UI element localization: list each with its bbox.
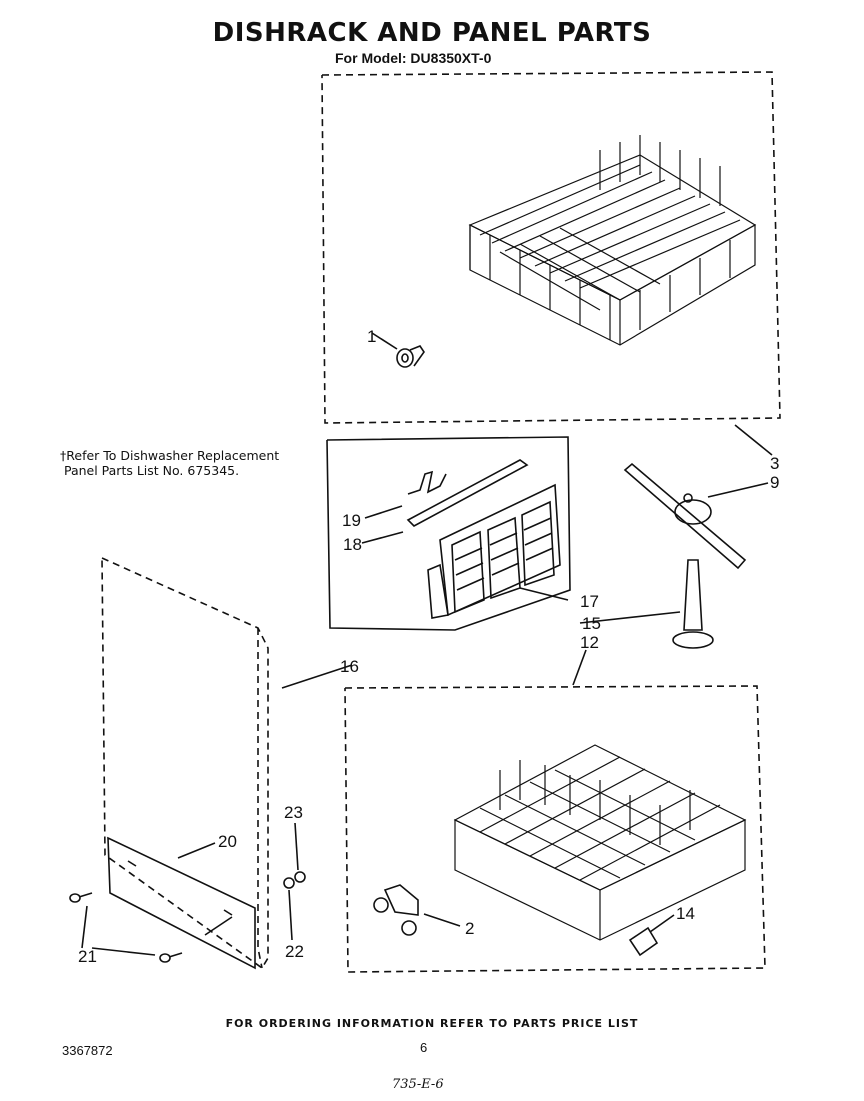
callout-20: 20 — [218, 832, 237, 851]
lower-rack-group-box — [344, 685, 766, 973]
leader-line-12 — [572, 649, 587, 686]
door-panel — [101, 557, 269, 970]
spray-tower — [672, 559, 714, 649]
callout-9: 9 — [770, 473, 779, 492]
screw-upper — [69, 892, 93, 903]
upper-dishrack — [468, 135, 757, 346]
replacement-panel-note: †Refer To Dishwasher Replacement Panel P… — [60, 448, 280, 478]
slot-lower — [223, 909, 233, 916]
callout-23: 23 — [284, 803, 303, 822]
callout-17: 17 — [580, 592, 599, 611]
ordering-info: FOR ORDERING INFORMATION REFER TO PARTS … — [225, 1017, 639, 1030]
slot-upper — [127, 860, 137, 867]
page-title: DISHRACK AND PANEL PARTS — [212, 18, 652, 48]
leader-line-20 — [177, 842, 216, 859]
panel-strip — [406, 459, 529, 527]
callout-14: 14 — [676, 904, 695, 923]
callout-12: 12 — [580, 633, 599, 652]
callout-1: 1 — [367, 327, 376, 346]
leader-line-9 — [707, 482, 769, 498]
leader-line-21b — [91, 947, 156, 956]
screw-lower — [159, 952, 183, 963]
leader-line-21c — [204, 916, 233, 936]
leader-line-14 — [649, 914, 675, 933]
panel-group-box — [326, 436, 571, 631]
rack-roller — [373, 884, 419, 936]
callout-21: 21 — [78, 947, 97, 966]
callout-3: 3 — [770, 454, 779, 473]
rack-stop-clip — [396, 345, 425, 368]
leader-line-21a — [81, 905, 88, 949]
leader-line-3 — [734, 424, 773, 456]
leader-line-23 — [294, 822, 299, 871]
washer — [283, 877, 295, 889]
upper-rack-group-box — [321, 71, 781, 424]
page-number: 6 — [420, 1040, 428, 1055]
spray-arm — [623, 462, 747, 570]
leader-line-18 — [361, 531, 404, 544]
callout-16: 16 — [340, 657, 359, 676]
leader-line-15 — [579, 611, 681, 624]
leader-line-22 — [288, 889, 293, 941]
leader-line-2 — [423, 913, 461, 927]
handwritten-note: 735-E-6 — [392, 1077, 444, 1092]
callout-19: 19 — [342, 511, 361, 530]
leader-line-1 — [371, 332, 398, 350]
model-label: For Model: DU8350XT-0 — [335, 50, 492, 66]
nut — [294, 871, 306, 883]
trim-strip — [107, 836, 256, 970]
document-number: 3367872 — [62, 1043, 113, 1058]
leader-line-19 — [364, 505, 403, 519]
callout-18: 18 — [343, 535, 362, 554]
lower-dishrack — [453, 744, 747, 941]
wire-clip — [407, 470, 447, 495]
panel-insert — [427, 483, 561, 619]
rack-tine-cap — [628, 926, 659, 957]
callout-2: 2 — [465, 919, 474, 938]
callout-15: 15 — [582, 614, 601, 633]
callout-22: 22 — [285, 942, 304, 961]
leader-line-16 — [281, 664, 353, 689]
leader-line-17 — [519, 587, 569, 601]
